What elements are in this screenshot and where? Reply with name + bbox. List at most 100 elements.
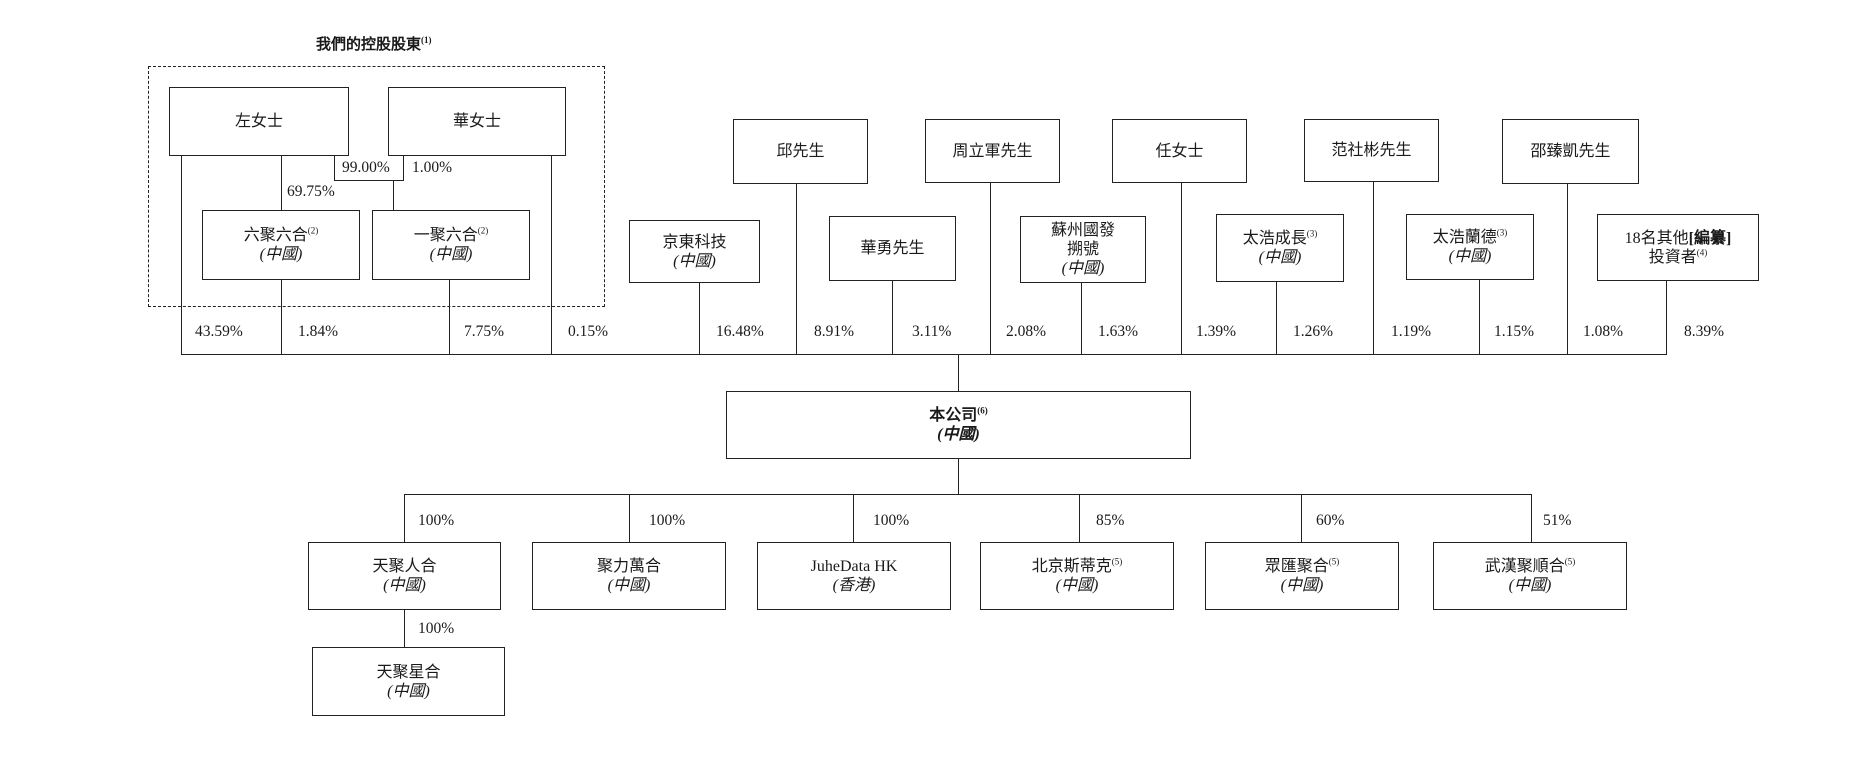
subsidiary-name: JuheData HK [811, 557, 898, 576]
connector [1181, 183, 1183, 355]
subsidiary-name: 武漢聚順合(5) [1485, 557, 1576, 576]
taihao-chengzhang-note: (3) [1306, 228, 1318, 239]
subsidiary-zhonghui-juhe-box: 眾匯聚合(5) (中國) [1205, 542, 1399, 610]
pct-sub-sitike: 85% [1096, 512, 1125, 529]
connector [403, 156, 405, 181]
ms-zuo-label: 左女士 [234, 113, 283, 130]
pct-zuo-to-liuju: 69.75% [287, 183, 335, 200]
connector [1301, 494, 1303, 542]
pct-jingdong: 16.48% [716, 323, 764, 340]
yiju-liuhe-note: (2) [477, 225, 489, 236]
subsidiary-note: (5) [1111, 556, 1123, 567]
connector [629, 494, 631, 542]
mr-qiu-box: 邱先生 [733, 119, 868, 184]
mr-qiu-label: 邱先生 [776, 143, 825, 160]
company-jurisdiction: (中國) [937, 426, 980, 443]
mr-huayong-label: 華勇先生 [860, 240, 925, 257]
connector [1567, 184, 1569, 355]
subsidiary-bus-line [404, 494, 1532, 496]
pct-liuju: 1.84% [298, 323, 339, 340]
mr-zhou-label: 周立軍先生 [952, 142, 1033, 160]
subsidiary-label: 天聚人合 [372, 558, 437, 575]
connector [1479, 280, 1481, 355]
subsidiary-name: 聚力萬合 [597, 557, 661, 576]
subsidiary-wuhan-jushunhe-box: 武漢聚順合(5) (中國) [1433, 542, 1627, 610]
subsidiary-jurisdiction: (中國) [1055, 577, 1099, 594]
controlling-shareholders-group [148, 66, 605, 307]
controlling-title-text: 我們的控股股東 [316, 37, 422, 53]
subsidiary-note: (5) [1328, 556, 1340, 567]
connector [181, 156, 183, 355]
redacted-marker: [編纂] [1688, 229, 1732, 247]
pct-others: 8.39% [1684, 323, 1725, 340]
subsidiary-juhedata-hk-box: JuheData HK (香港) [757, 542, 951, 610]
subsidiary-label: JuheData HK [810, 558, 898, 575]
suzhou-guofa-box: 蘇州國發 搠號 (中國) [1020, 216, 1146, 283]
controlling-shareholders-title: 我們的控股股東(1) [316, 33, 432, 54]
connector [796, 184, 798, 355]
mr-huayong-box: 華勇先生 [829, 216, 956, 281]
pct-fan: 1.19% [1391, 323, 1432, 340]
subsidiary-note: (5) [1564, 556, 1576, 567]
pct-sub-tianju: 100% [418, 512, 455, 529]
pct-huayong: 3.11% [912, 323, 952, 340]
controlling-title-note: (1) [421, 35, 432, 45]
liuju-liuhe-label: 六聚六合 [243, 227, 308, 244]
subsidiary-label: 北京斯蒂克 [1031, 558, 1112, 575]
connector [1666, 281, 1668, 355]
liuju-liuhe-box: 六聚六合(2) (中國) [202, 210, 360, 280]
connector [1079, 494, 1081, 542]
yiju-liuhe-box: 一聚六合(2) (中國) [372, 210, 530, 280]
other-investors-line2: 投資者(4) [1649, 248, 1708, 267]
pct-suzhou: 1.63% [1098, 323, 1139, 340]
connector [1276, 282, 1278, 355]
connector [404, 610, 406, 648]
other-investors-note: (4) [1696, 247, 1708, 258]
other-investors-line1: 18名其他[編纂] [1625, 229, 1732, 248]
subsidiary-jurisdiction: (中國) [387, 682, 430, 700]
pct-zuo: 43.59% [195, 323, 243, 340]
subsidiary-tianju-xinghe-box: 天聚星合 (中國) [312, 647, 505, 716]
connector [892, 281, 894, 355]
taihao-lande-label: 太浩蘭德 [1432, 229, 1497, 246]
jingdong-tech-box: 京東科技 (中國) [629, 220, 760, 283]
yiju-liuhe-name: 一聚六合(2) [414, 226, 489, 245]
pct-shao: 1.08% [1583, 323, 1624, 340]
subsidiary-label: 眾匯聚合 [1264, 558, 1329, 575]
connector [1531, 494, 1533, 542]
pct-sub-zhonghui: 60% [1316, 512, 1345, 529]
subsidiary-name: 眾匯聚合(5) [1265, 557, 1340, 576]
subsidiary-tianju-renhe-box: 天聚人合 (中國) [308, 542, 501, 610]
yiju-liuhe-jurisdiction: (中國) [429, 246, 473, 263]
connector [449, 280, 451, 355]
connector [404, 494, 406, 542]
ms-ren-box: 任女士 [1112, 119, 1247, 183]
ms-ren-label: 任女士 [1155, 142, 1204, 160]
pct-yiju: 7.75% [464, 323, 505, 340]
taihao-lande-jurisdiction: (中國) [1448, 248, 1492, 265]
mr-fan-box: 范社彬先生 [1304, 119, 1439, 182]
connector [281, 280, 283, 355]
mr-zhou-box: 周立軍先生 [925, 119, 1060, 183]
connector [699, 283, 701, 355]
shareholder-bus-line [181, 354, 1667, 356]
subsidiary-label: 武漢聚順合 [1484, 558, 1565, 575]
mr-shao-box: 邵臻凱先生 [1502, 119, 1639, 184]
pct-sub-juhedata: 100% [873, 512, 910, 529]
company-box: 本公司(6) (中國) [726, 391, 1191, 459]
connector [958, 354, 960, 392]
taihao-chengzhang-box: 太浩成長(3) (中國) [1216, 214, 1344, 282]
company-note: (6) [977, 405, 988, 416]
pct-hua-to-yiju: 1.00% [412, 159, 453, 176]
subsidiary-jurisdiction: (中國) [1508, 577, 1552, 594]
company-label: 本公司 [929, 407, 978, 424]
taihao-chengzhang-jurisdiction: (中國) [1258, 249, 1302, 266]
taihao-lande-box: 太浩蘭德(3) (中國) [1406, 214, 1534, 280]
taihao-chengzhang-name: 太浩成長(3) [1243, 229, 1318, 248]
pct-taihao-ld: 1.15% [1494, 323, 1535, 340]
pct-zuo-to-yiju: 99.00% [342, 159, 390, 176]
suzhou-guofa-jurisdiction: (中國) [1061, 260, 1105, 277]
subsidiary-jurisdiction: (香港) [832, 577, 876, 594]
ms-hua-box: 華女士 [388, 87, 566, 156]
